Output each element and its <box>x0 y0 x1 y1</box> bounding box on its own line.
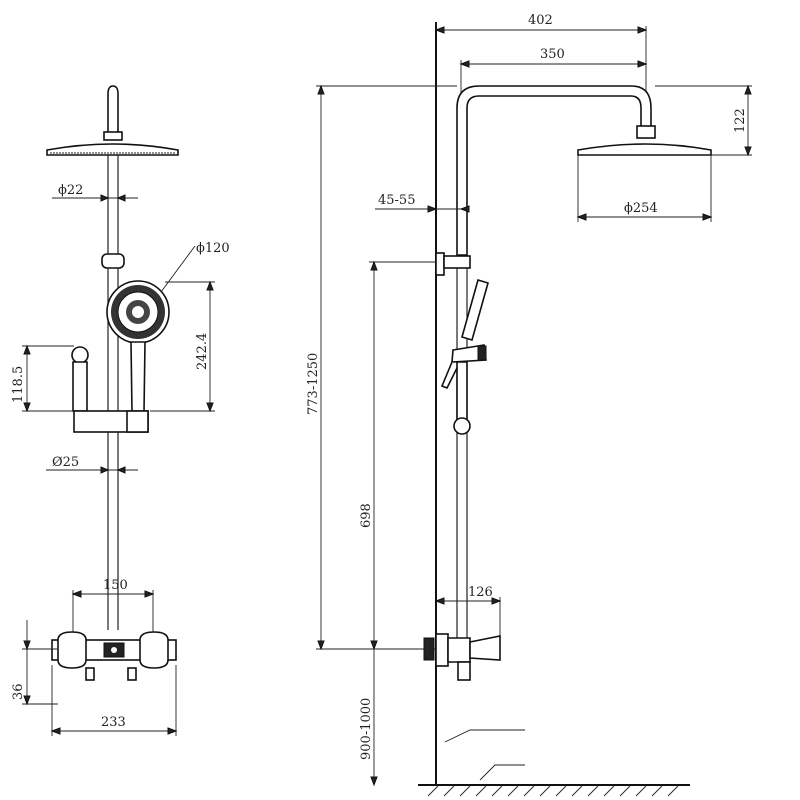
pipe-diameter-label: ϕ22 <box>58 183 83 198</box>
arrow <box>317 84 325 95</box>
valve-center-dot <box>111 647 117 653</box>
right-valve-handle <box>139 631 169 669</box>
hose-elbow <box>72 361 88 412</box>
total-reach-label: 402 <box>528 13 553 28</box>
arrow <box>637 60 648 68</box>
arrow <box>167 727 178 735</box>
arrow <box>370 260 378 271</box>
hand-shower-handle <box>130 341 146 413</box>
valve-projection-label: 126 <box>468 585 493 600</box>
arrow <box>434 26 445 34</box>
arrow <box>370 776 378 787</box>
arrow <box>744 84 752 95</box>
holder-lever <box>440 361 459 390</box>
level-mark-lower <box>479 764 525 781</box>
arm-reach-label: 350 <box>540 47 565 62</box>
wall-bracket-top <box>435 252 445 276</box>
bar-diameter-label: Ø25 <box>52 455 79 470</box>
arrow <box>116 194 126 202</box>
holder-lock <box>477 345 487 361</box>
arrow <box>459 205 470 213</box>
hand-shower-hub <box>132 306 144 318</box>
handshower-leader <box>160 245 196 293</box>
arrow <box>206 402 214 413</box>
valve-width-label: 233 <box>101 715 126 730</box>
holder-knob <box>126 410 149 433</box>
arrow <box>50 727 61 735</box>
arrow <box>100 194 110 202</box>
side-head-connector <box>636 125 656 139</box>
head-diameter-label: ϕ254 <box>624 201 658 216</box>
bracket-arm-top <box>443 255 471 269</box>
level-mark-upper <box>444 729 525 743</box>
arrow <box>576 213 587 221</box>
arrow <box>23 402 31 413</box>
valve-spacing-label: 150 <box>103 578 128 593</box>
arrow <box>491 597 502 605</box>
height-range-label: 773-1250 <box>306 353 321 415</box>
valve-wall-nut <box>423 637 435 661</box>
side-shower-arm <box>456 85 652 256</box>
arrow <box>459 60 470 68</box>
arrow <box>702 213 713 221</box>
valve-height-label: 36 <box>11 683 26 700</box>
side-hose-body <box>456 361 468 421</box>
wall-offset-label: 45-55 <box>378 193 415 208</box>
arrow <box>370 640 378 651</box>
arrow <box>100 466 110 474</box>
holder-height-label: 118.5 <box>11 366 26 403</box>
head-drop-label: 122 <box>733 108 748 133</box>
shower-arm-top <box>107 85 119 138</box>
arrow <box>71 590 82 598</box>
arrow <box>144 590 155 598</box>
valve-flange <box>435 633 449 667</box>
arrow <box>116 466 126 474</box>
slide-height-label: 242.4 <box>195 333 210 370</box>
left-inlet <box>85 667 95 681</box>
arrow <box>637 26 648 34</box>
arrow <box>317 640 325 651</box>
front-view: ϕ22 ϕ120 242.4 118.5 <box>11 85 230 736</box>
handshower-diameter-label: ϕ120 <box>196 241 230 256</box>
left-valve-handle <box>57 631 87 669</box>
hose-connector <box>71 346 89 364</box>
arrow <box>434 597 445 605</box>
side-hand-shower <box>461 278 489 342</box>
valve-side-inlet <box>457 661 471 681</box>
slide-clamp <box>101 253 125 269</box>
arrow <box>23 344 31 355</box>
overhead-shower-head <box>46 143 179 156</box>
floor-hatching <box>427 785 679 797</box>
valve-side-handle <box>469 635 501 661</box>
right-inlet <box>127 667 137 681</box>
side-view: 402 350 122 ϕ254 45-55 <box>306 13 752 797</box>
arrow <box>23 640 31 651</box>
arrow <box>427 205 438 213</box>
bar-length-label: 698 <box>359 503 374 528</box>
arrow <box>23 695 31 706</box>
head-connector <box>103 131 123 141</box>
arrow <box>206 280 214 291</box>
side-overhead-head <box>577 143 712 156</box>
valve-side-body <box>447 637 471 663</box>
arrow <box>744 146 752 157</box>
install-height-label: 900-1000 <box>359 698 374 760</box>
side-hose-nut <box>453 417 471 435</box>
